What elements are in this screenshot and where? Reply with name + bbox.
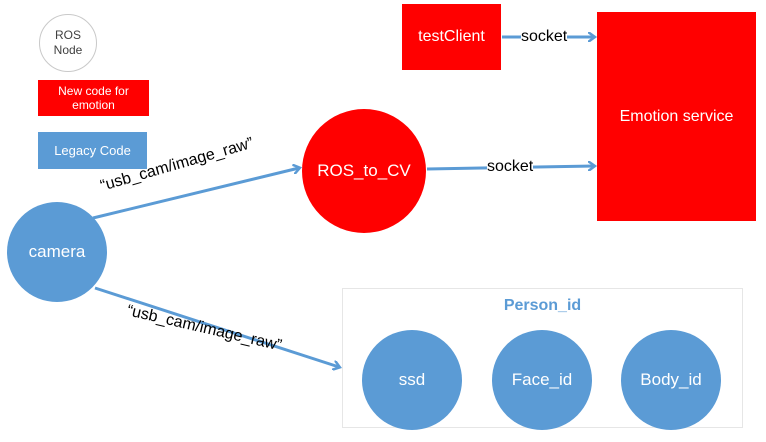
camera-node: camera xyxy=(7,202,107,302)
person-id-group-title: Person_id xyxy=(503,297,582,314)
edge-label-socket-ros: socket xyxy=(487,158,534,176)
ssd-node: ssd xyxy=(362,330,462,430)
body-id-node: Body_id xyxy=(621,330,721,430)
arrow-camera-to-ros xyxy=(92,168,299,220)
edge-label-socket-testclient: socket xyxy=(521,28,568,46)
emotion-service-box: Emotion service xyxy=(597,12,756,221)
test-client-box: testClient xyxy=(402,4,501,70)
legend-ros-node: ROS Node xyxy=(39,14,97,72)
face-id-node: Face_id xyxy=(492,330,592,430)
arrow-camera-to-person-id xyxy=(94,286,339,367)
legend-legacy-code: Legacy Code xyxy=(38,132,147,169)
ros-to-cv-node: ROS_to_CV xyxy=(302,109,426,233)
legend-new-code: New code for emotion xyxy=(38,80,149,116)
